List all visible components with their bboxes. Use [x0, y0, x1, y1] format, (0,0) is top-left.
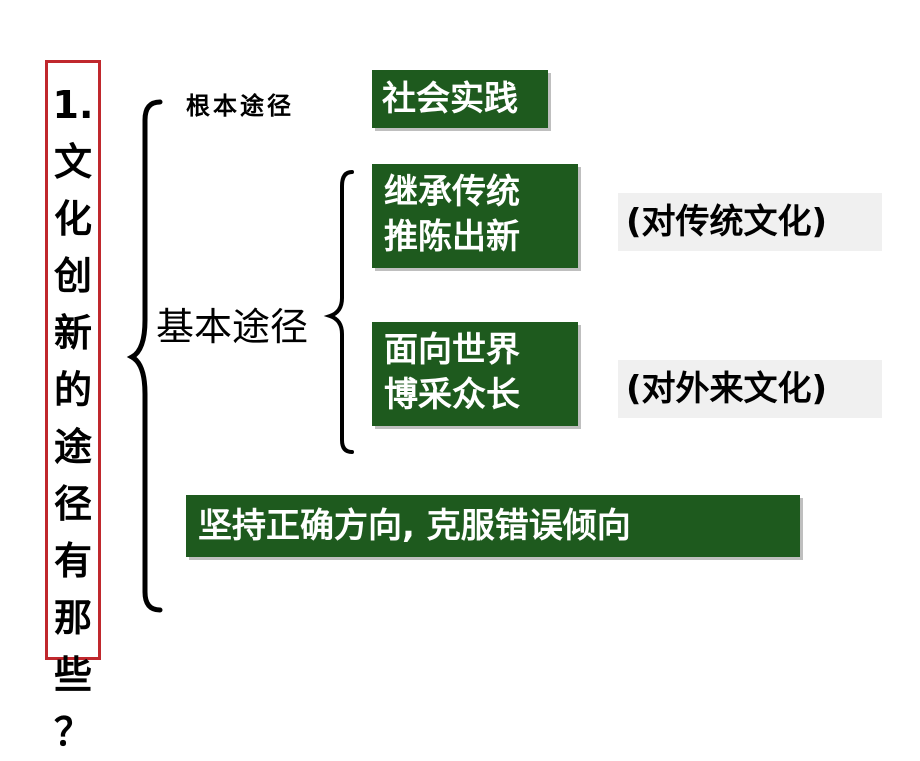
- large-brace: [126, 99, 163, 613]
- basic-label: 基本途径: [156, 305, 309, 349]
- fundamental-value-box: 社会实践: [372, 70, 548, 128]
- basic-item1-note: (对传统文化): [618, 193, 882, 251]
- basic-item1-box: 继承传统 推陈出新: [372, 164, 578, 268]
- small-brace: [323, 170, 354, 454]
- basic-item2-note: (对外来文化): [618, 360, 882, 418]
- bottom-box: 坚持正确方向, 克服错误倾向: [186, 495, 800, 557]
- braces: [126, 99, 354, 613]
- fundamental-label: 根本途径: [186, 92, 294, 120]
- basic-item2-box: 面向世界 博采众长: [372, 322, 578, 426]
